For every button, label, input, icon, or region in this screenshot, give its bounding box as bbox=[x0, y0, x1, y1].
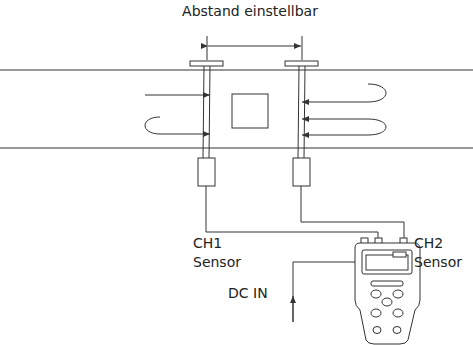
channel-label: CH1 Sensor bbox=[193, 234, 255, 272]
channel-label: CH2 Sensor bbox=[414, 234, 470, 272]
dimension-label: Abstand einstellbar bbox=[182, 2, 318, 21]
power-input-label: DC IN bbox=[228, 284, 268, 303]
